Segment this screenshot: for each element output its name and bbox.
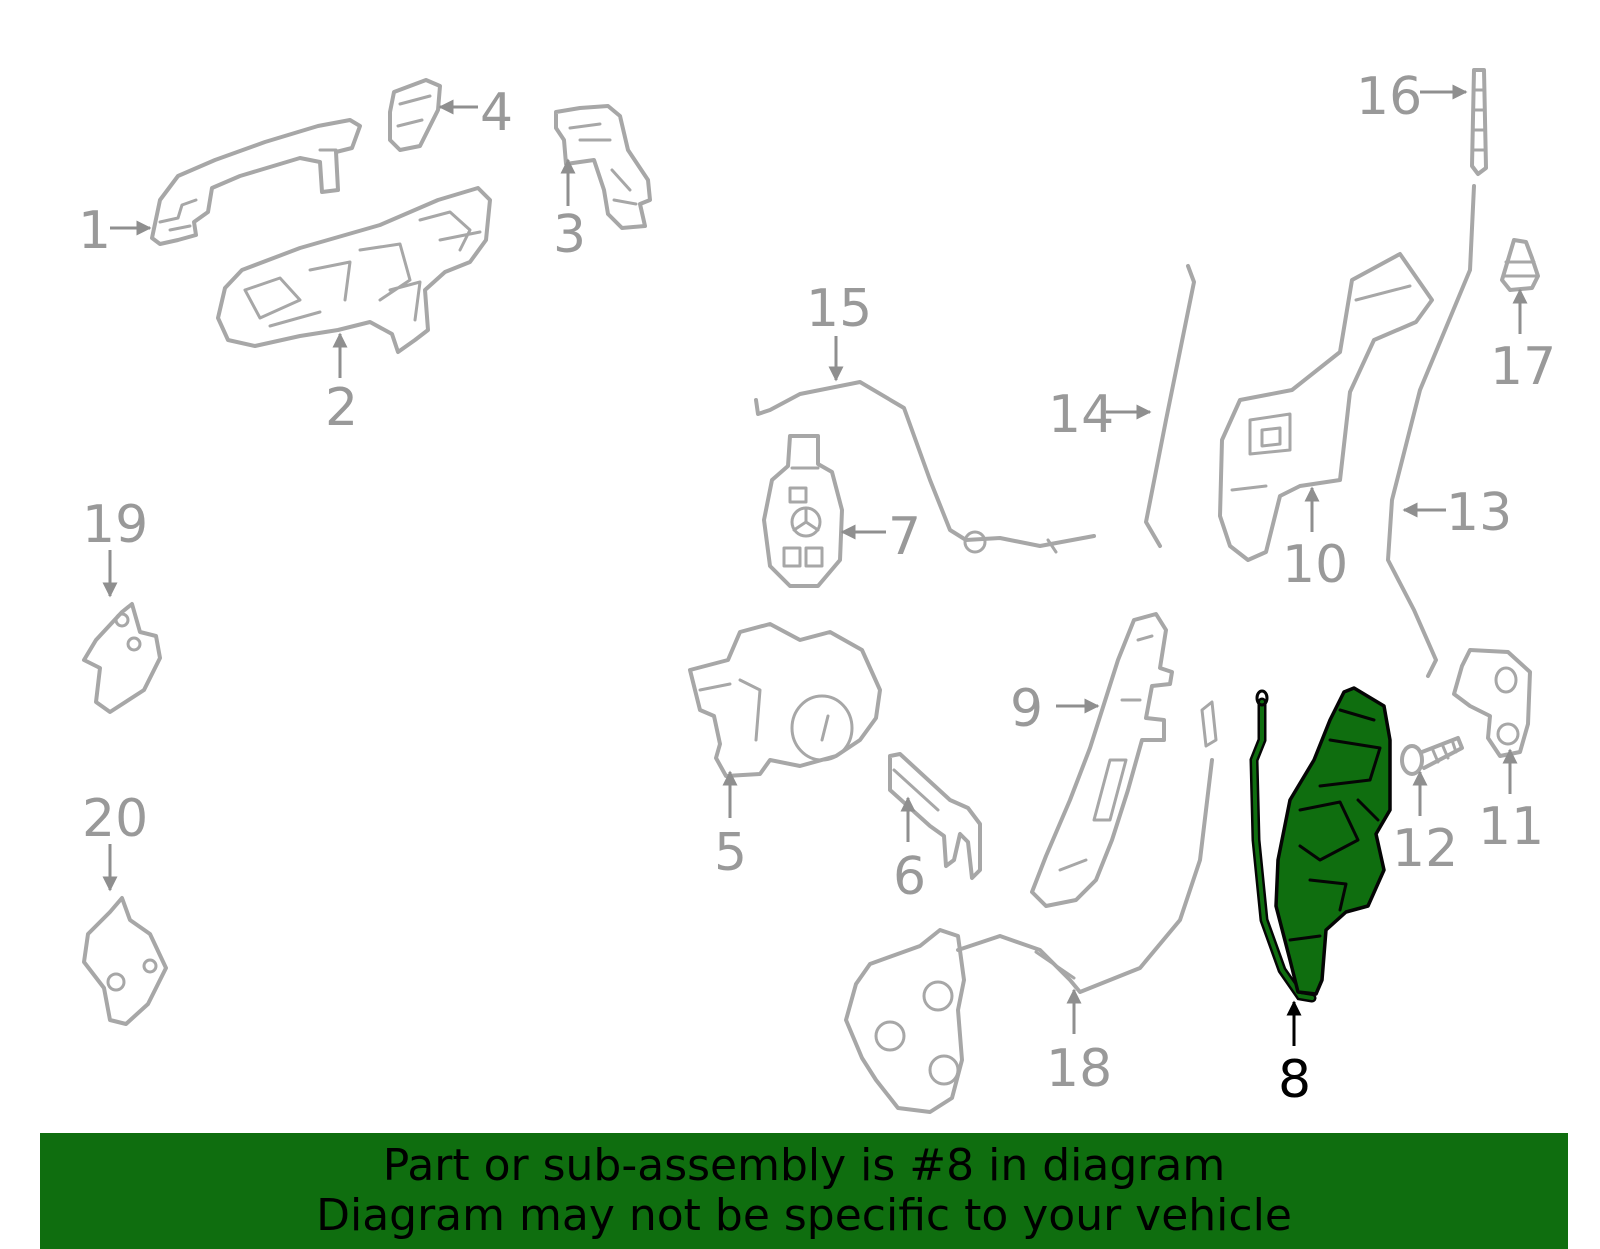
part-7-key-fob: [762, 434, 844, 588]
callout-7: 7: [888, 507, 921, 567]
part-18-actuator: [844, 700, 1218, 1114]
callout-8: 8: [1278, 1050, 1311, 1110]
callout-19: 19: [82, 495, 148, 555]
part-2-handle-carrier: [216, 186, 492, 354]
callout-13: 13: [1446, 483, 1512, 543]
callout-17: 17: [1490, 337, 1556, 397]
part-19-hinge: [82, 602, 162, 714]
callout-6: 6: [893, 847, 926, 907]
callout-16: 16: [1356, 67, 1422, 127]
callout-9: 9: [1010, 679, 1043, 739]
callout-1: 1: [78, 201, 111, 261]
part-10-bracket: [1218, 252, 1434, 562]
part-16-pin: [1470, 68, 1488, 176]
callout-20: 20: [82, 789, 148, 849]
info-banner: Part or sub-assembly is #8 in diagram Di…: [40, 1133, 1568, 1249]
part-6-key-blade: [888, 752, 982, 880]
callout-12: 12: [1392, 819, 1458, 879]
callout-11: 11: [1478, 797, 1544, 857]
leader-arrows: [102, 84, 1528, 1046]
part-15-cable: [754, 380, 1096, 554]
callout-15: 15: [806, 279, 872, 339]
callout-4: 4: [480, 83, 513, 143]
callout-2: 2: [325, 378, 358, 438]
part-17-push-clip: [1500, 238, 1540, 292]
callout-labels: 1 2 3 4 5 6 7 8 9 10 11 12 13 14 15 16 1…: [78, 67, 1556, 1110]
callout-14: 14: [1048, 385, 1114, 445]
banner-line-part-info: Part or sub-assembly is #8 in diagram: [382, 1140, 1226, 1191]
part-8-door-latch: [1249, 686, 1392, 1003]
callout-5: 5: [714, 823, 747, 883]
part-12-screw: [1400, 736, 1464, 776]
part-3-bracket: [554, 104, 652, 230]
part-5-lock-cylinder-housing: [688, 622, 882, 778]
part-11-striker: [1452, 648, 1532, 758]
part-13-rod: [1386, 184, 1476, 678]
part-14-rod: [1144, 264, 1196, 548]
part-20-hinge: [82, 896, 168, 1026]
part-9-inner-handle: [1030, 612, 1174, 908]
banner-line-disclaimer: Diagram may not be specific to your vehi…: [316, 1190, 1292, 1241]
callout-18: 18: [1046, 1039, 1112, 1099]
part-1-door-handle: [150, 118, 362, 246]
callout-3: 3: [553, 205, 586, 265]
part-4-clip: [388, 78, 442, 152]
callout-10: 10: [1282, 535, 1348, 595]
